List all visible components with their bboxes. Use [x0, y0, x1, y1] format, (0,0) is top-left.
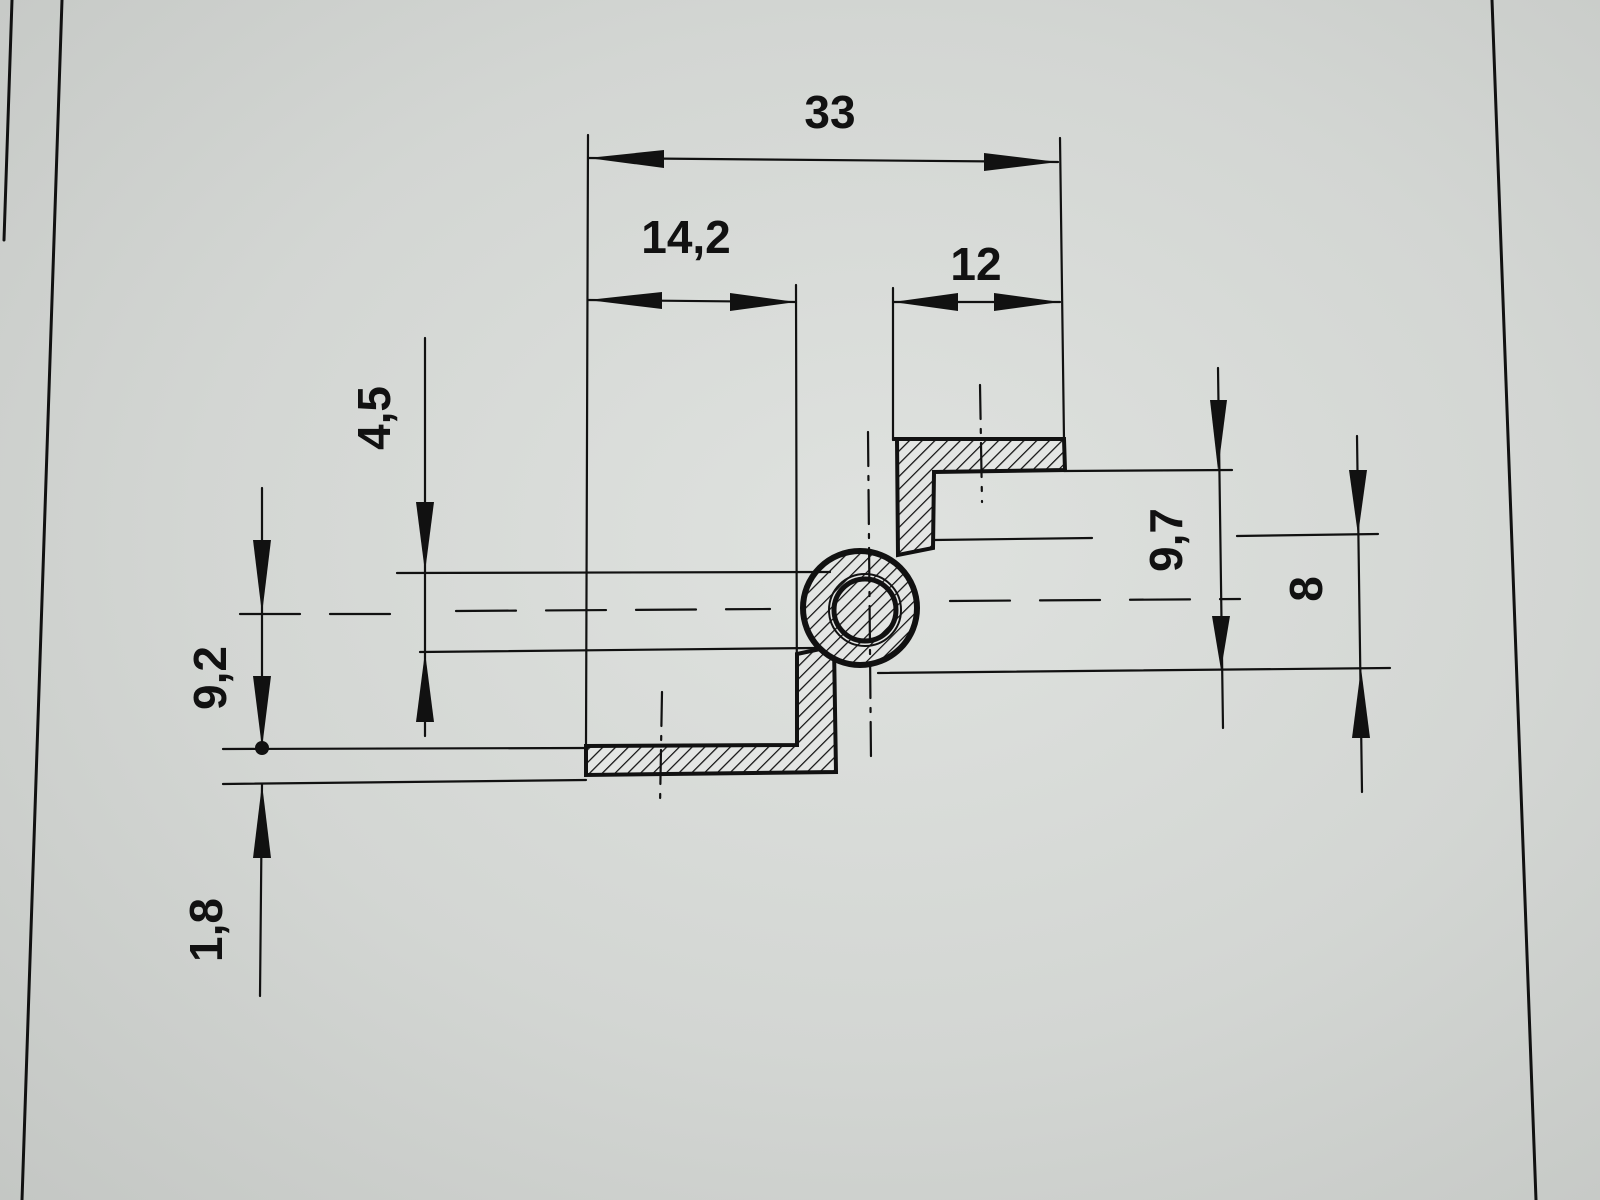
- extension-lines: [221, 133, 1392, 786]
- page-border: [2, 0, 1538, 1200]
- right-leaf-section: [893, 437, 1068, 558]
- dim-right-offset: 8: [1280, 576, 1332, 602]
- dim-overall-width: 33: [804, 86, 855, 138]
- dimension-texts: 33 14,2 12 4,5 9,2 1,8 9,7 8: [180, 86, 1332, 962]
- dim-left-leaf-width: 14,2: [641, 211, 731, 263]
- hinge-section: [584, 437, 1068, 778]
- center-lines: [238, 383, 1242, 808]
- dim-left-total: 9,2: [184, 646, 236, 710]
- dim-left-thickness: 1,8: [180, 898, 232, 962]
- dim-right-leaf-width: 12: [950, 238, 1001, 290]
- left-leaf-section: [584, 643, 839, 778]
- dimension-lines: [253, 150, 1370, 998]
- dim-right-height: 9,7: [1140, 508, 1192, 572]
- hinge-pin: [831, 576, 899, 644]
- dim-left-height: 4,5: [348, 386, 400, 450]
